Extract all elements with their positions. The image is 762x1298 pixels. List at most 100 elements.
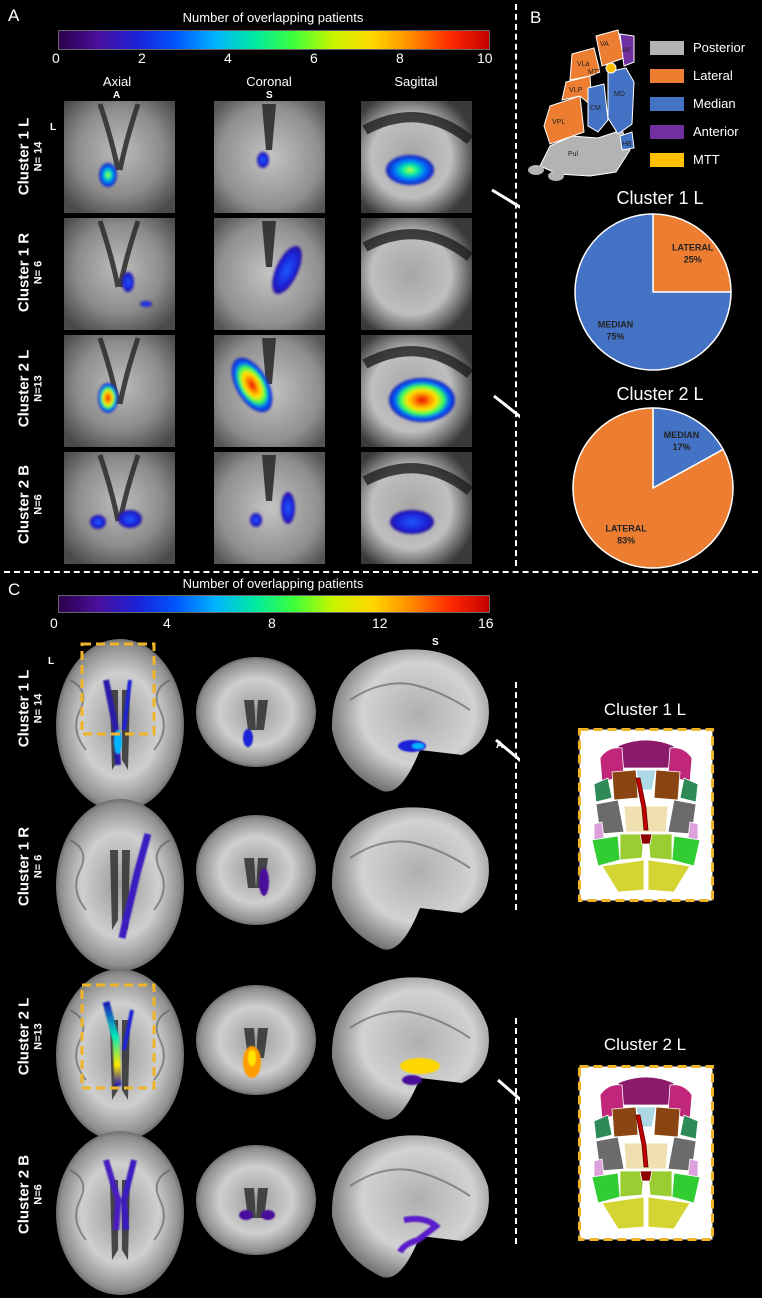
atlas-region	[601, 859, 645, 893]
legend-label-mtt: MTT	[693, 152, 720, 167]
colorbar-c-title: Number of overlapping patients	[182, 576, 364, 591]
legend-label-lateral: Lateral	[693, 68, 733, 83]
pie-slice-median	[574, 213, 732, 371]
atlas-region	[639, 833, 653, 845]
atlas-region	[647, 1196, 691, 1230]
nucleus-av: AV	[622, 47, 631, 54]
atlas-tract	[635, 1114, 649, 1168]
nucleus-va: VA	[600, 41, 609, 48]
pie-value: 75%	[606, 332, 624, 342]
atlas-region	[679, 1114, 699, 1140]
atlas-region	[687, 821, 699, 841]
atlas-region	[617, 1076, 675, 1106]
colorbar-a-tick: 0	[52, 50, 60, 66]
atlas-region	[639, 1170, 653, 1182]
colorbar-a-tick: 6	[310, 50, 318, 66]
thalamus-diagram: VA AV VLa MTT VLP MD CM VPL Pul HB	[528, 29, 635, 181]
legend-swatch-mtt	[650, 153, 684, 167]
pie-value: 17%	[672, 442, 690, 452]
colorbar-a-tick: 4	[224, 50, 232, 66]
view-label-axial: Axial	[102, 74, 132, 89]
panel-b-letter: B	[530, 8, 542, 27]
legend-swatch-posterior	[650, 41, 684, 55]
atlas-region	[601, 1196, 645, 1230]
atlas-region	[611, 1106, 639, 1138]
pie-value: 25%	[684, 254, 702, 264]
divider-c2	[515, 1018, 517, 1244]
legend-label-anterior: Anterior	[693, 124, 739, 139]
pie-value: 83%	[617, 535, 635, 545]
pie2-chart: MEDIAN 17% LATERAL 83%	[572, 407, 734, 569]
pie-label: MEDIAN	[664, 430, 700, 440]
atlas-region	[619, 1170, 645, 1198]
colorbar-c-tick: 12	[372, 615, 388, 631]
divider-ab	[515, 4, 517, 566]
atlas2-image	[578, 1065, 714, 1241]
pie-label: LATERAL	[672, 242, 714, 252]
legend-swatch-anterior	[650, 125, 684, 139]
legend-label-posterior: Posterior	[693, 40, 746, 55]
atlas1-image	[578, 728, 714, 902]
divider-c1	[515, 682, 517, 910]
nucleus-md: MD	[614, 91, 625, 98]
atlas-region	[679, 777, 699, 803]
pie-label: MEDIAN	[598, 320, 634, 330]
pie-label: LATERAL	[605, 523, 647, 533]
panel-a-images	[64, 101, 520, 564]
legend-label-median: Median	[693, 96, 736, 111]
pie-slice-median	[652, 407, 725, 490]
colorbar-c	[58, 595, 490, 613]
pie1-title: Cluster 1 L	[616, 188, 704, 208]
view-label-coronal: Coronal	[246, 74, 292, 89]
orient-left-c: L	[48, 656, 55, 667]
orient-anterior-c: A	[496, 740, 504, 751]
pie1-chart: LATERAL 25% MEDIAN 75%	[574, 213, 732, 371]
divider-bc	[4, 571, 758, 573]
atlas-region	[647, 833, 673, 861]
colorbar-a-tick: 8	[396, 50, 404, 66]
nucleus-pul: Pul	[568, 151, 579, 158]
atlas-region	[687, 1158, 699, 1178]
colorbar-a	[58, 30, 490, 50]
nucleus-hb: HB	[622, 141, 632, 148]
legend-swatch-median	[650, 97, 684, 111]
nucleus-vpl: VPL	[552, 119, 565, 126]
panel-c-images	[56, 639, 520, 1295]
atlas-region	[611, 769, 639, 801]
orient-superior-c: S	[432, 637, 439, 648]
orient-anterior: A	[113, 90, 121, 101]
colorbar-a-tick: 2	[138, 50, 146, 66]
atlas-region	[617, 739, 675, 769]
colorbar-a-title: Number of overlapping patients	[182, 10, 364, 25]
highlight-box-2	[80, 983, 156, 1090]
atlas-region	[619, 833, 645, 861]
atlas-region	[647, 859, 691, 893]
orient-left: L	[50, 122, 57, 133]
pie-slice-lateral	[652, 213, 732, 293]
atlas-region	[593, 1114, 613, 1140]
atlas1-title: Cluster 1 L	[603, 700, 687, 719]
nucleus-cm: CM	[590, 105, 601, 112]
nucleus-vlp: VLP	[569, 87, 583, 94]
nucleus-mtt: MTT	[588, 69, 603, 76]
atlas-region	[593, 777, 613, 803]
atlas-region	[593, 1158, 605, 1178]
view-label-sagittal: Sagittal	[394, 74, 438, 89]
colorbar-a-tick: 10	[477, 50, 493, 66]
panel-c-letter: C	[8, 580, 21, 599]
pie2-title: Cluster 2 L	[616, 384, 704, 404]
pie-slice-lateral	[572, 407, 734, 569]
colorbar-c-tick: 0	[50, 615, 58, 631]
colorbar-c-tick: 8	[268, 615, 276, 631]
atlas-region	[593, 821, 605, 841]
highlight-box-1	[80, 642, 156, 736]
nucleus-vla: VLa	[577, 61, 590, 68]
atlas-region	[647, 1170, 673, 1198]
panel-a-letter: A	[8, 6, 20, 25]
atlas-region	[653, 769, 681, 801]
colorbar-c-tick: 16	[478, 615, 494, 631]
colorbar-c-tick: 4	[163, 615, 171, 631]
legend-swatch-lateral	[650, 69, 684, 83]
atlas-region	[653, 1106, 681, 1138]
atlas2-title: Cluster 2 L	[603, 1035, 687, 1054]
